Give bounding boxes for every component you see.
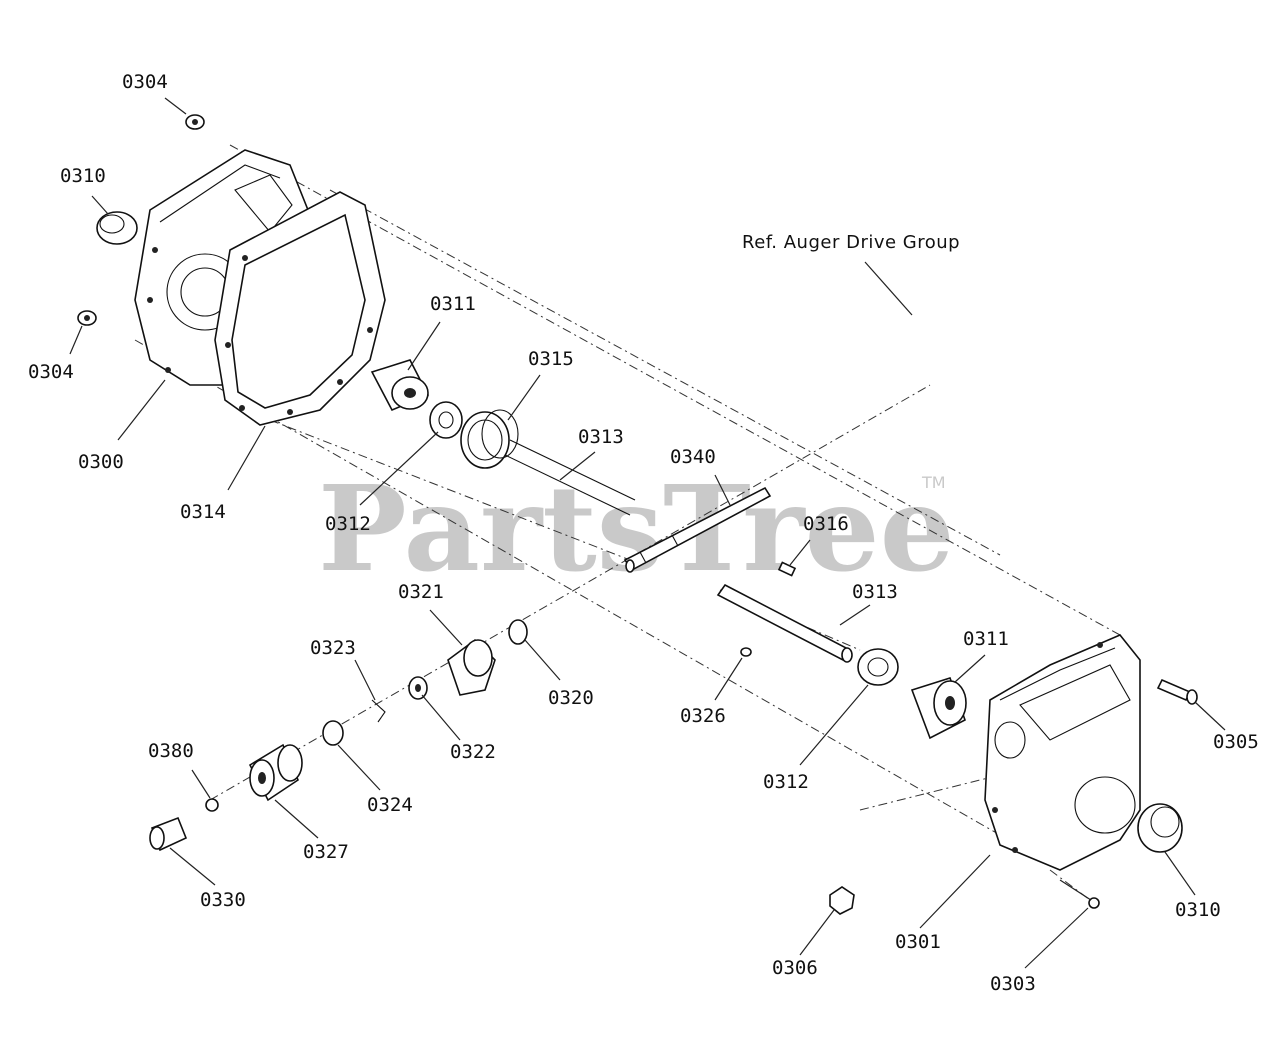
callout-0300[interactable]: 0300 xyxy=(78,451,124,473)
callout-0312-top[interactable]: 0312 xyxy=(325,513,371,535)
plug-0310-left[interactable] xyxy=(96,211,138,245)
nut-0304-bottom[interactable] xyxy=(77,310,97,326)
bearing-0311-top[interactable] xyxy=(370,359,430,412)
spacer-0330[interactable] xyxy=(149,816,188,852)
callout-0324[interactable]: 0324 xyxy=(367,794,413,816)
callout-0380[interactable]: 0380 xyxy=(148,740,194,762)
callout-0327[interactable]: 0327 xyxy=(303,841,349,863)
callout-0305[interactable]: 0305 xyxy=(1213,731,1259,753)
key-0316[interactable] xyxy=(777,561,797,577)
plug-0310-right[interactable] xyxy=(1137,803,1183,853)
callout-labels: 0304 0310 0304 0300 0314 0311 0315 0313 … xyxy=(28,71,1259,995)
washer-0324[interactable] xyxy=(322,720,344,746)
callout-0321[interactable]: 0321 xyxy=(398,581,444,603)
callout-0313-bottom[interactable]: 0313 xyxy=(852,581,898,603)
callout-0322[interactable]: 0322 xyxy=(450,741,496,763)
bolt-0305[interactable] xyxy=(1156,678,1198,705)
key-0323[interactable] xyxy=(371,699,386,723)
right-gear-housing[interactable] xyxy=(984,634,1141,871)
washer-0320[interactable] xyxy=(508,619,528,645)
callout-0310-right[interactable]: 0310 xyxy=(1175,899,1221,921)
gear-0315[interactable] xyxy=(460,409,636,516)
washer-0312-bottom[interactable] xyxy=(857,648,899,686)
callout-0306[interactable]: 0306 xyxy=(772,957,818,979)
shaft-0340[interactable] xyxy=(623,486,772,573)
callout-0310-left[interactable]: 0310 xyxy=(60,165,106,187)
pin-0380[interactable] xyxy=(205,798,219,812)
nut-0304-top[interactable] xyxy=(185,114,205,130)
bushing-0321[interactable] xyxy=(447,638,496,696)
callout-0314[interactable]: 0314 xyxy=(180,501,226,523)
callout-0311-top[interactable]: 0311 xyxy=(430,293,476,315)
gasket[interactable] xyxy=(214,191,386,426)
washer-0312-top[interactable] xyxy=(429,401,463,439)
nut-0306[interactable] xyxy=(829,886,855,915)
watermark-trademark: TM xyxy=(921,473,946,492)
bearing-0311-bottom[interactable] xyxy=(910,677,967,740)
callout-0340[interactable]: 0340 xyxy=(670,446,716,468)
callout-0315[interactable]: 0315 xyxy=(528,348,574,370)
callout-0301[interactable]: 0301 xyxy=(895,931,941,953)
callout-0330[interactable]: 0330 xyxy=(200,889,246,911)
callout-0312-bottom[interactable]: 0312 xyxy=(763,771,809,793)
pin-0326[interactable] xyxy=(740,647,752,657)
washer-0322[interactable] xyxy=(408,676,428,700)
callout-0304-top[interactable]: 0304 xyxy=(122,71,168,93)
callout-0323[interactable]: 0323 xyxy=(310,637,356,659)
callout-0326[interactable]: 0326 xyxy=(680,705,726,727)
reference-note: Ref. Auger Drive Group xyxy=(742,232,960,253)
callout-0311-bottom[interactable]: 0311 xyxy=(963,628,1009,650)
shaft-0313-lower[interactable] xyxy=(716,583,853,663)
watermark: PartsTree xyxy=(318,459,955,598)
callout-0320[interactable]: 0320 xyxy=(548,687,594,709)
callout-0313-top[interactable]: 0313 xyxy=(578,426,624,448)
callout-0316[interactable]: 0316 xyxy=(803,513,849,535)
screw-0303[interactable] xyxy=(1059,879,1100,909)
leader-lines xyxy=(69,97,1226,969)
callout-0303[interactable]: 0303 xyxy=(990,973,1036,995)
callout-0304-bottom[interactable]: 0304 xyxy=(28,361,74,383)
coupling-0327[interactable] xyxy=(248,743,303,802)
